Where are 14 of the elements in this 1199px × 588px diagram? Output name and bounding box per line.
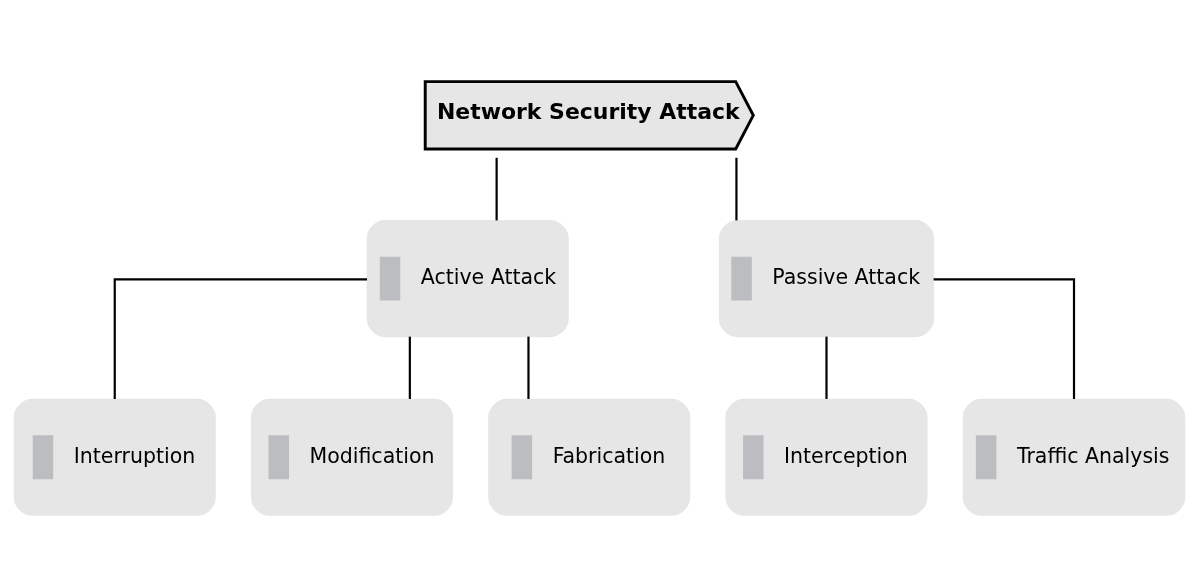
node-box: Traffic Analysis	[962, 398, 1186, 516]
connector	[495, 157, 498, 221]
connector	[527, 336, 530, 399]
connector	[825, 336, 828, 399]
node-box: Active Attack	[366, 220, 569, 338]
node-box: Modification	[250, 398, 454, 516]
connector	[113, 278, 367, 400]
node-box: Interruption	[13, 398, 216, 516]
node-box: Interception	[725, 398, 928, 516]
connector	[735, 157, 738, 221]
node-box: Passive Attack	[718, 220, 935, 338]
node-box: Fabrication	[488, 398, 691, 516]
connector	[933, 278, 1076, 400]
connector	[408, 336, 411, 399]
